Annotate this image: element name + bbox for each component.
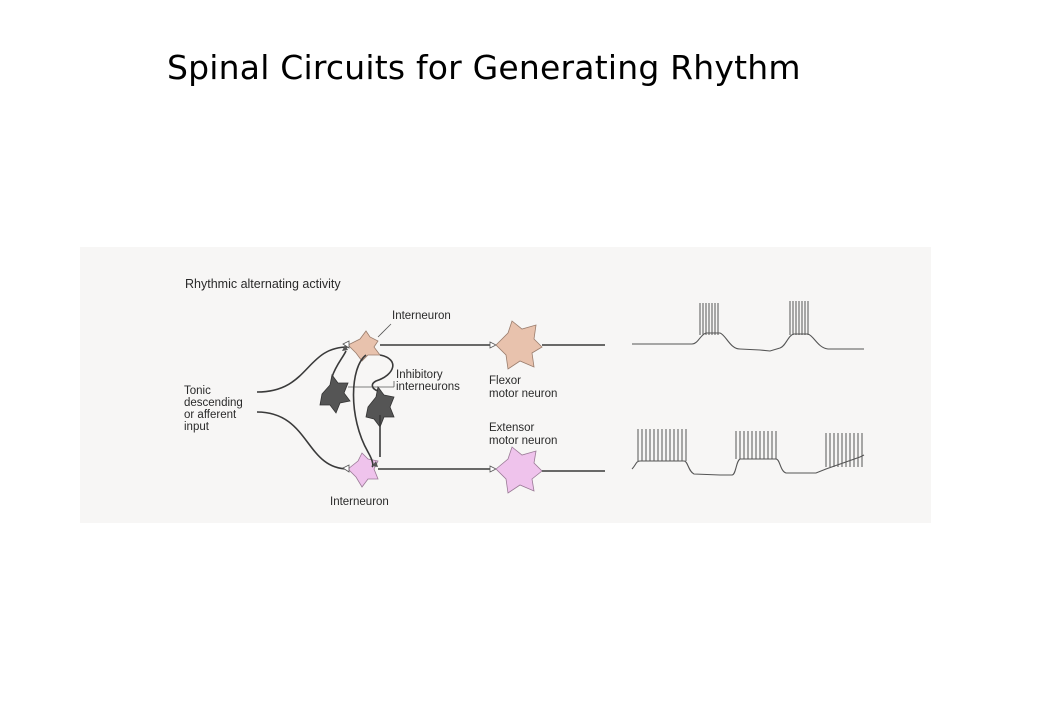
interneuron-bottom-label: Interneuron <box>330 496 389 508</box>
flexor-label-2: motor neuron <box>489 388 557 400</box>
synapse-terminal-icon <box>489 465 497 473</box>
interneuron-bottom <box>347 452 379 488</box>
slide-title: Spinal Circuits for Generating Rhythm <box>167 48 801 87</box>
tonic-label-4: input <box>184 421 210 433</box>
extensor-label-1: Extensor <box>489 422 535 434</box>
extensor-motor-neuron <box>495 446 543 494</box>
figure-panel: Rhythmic alternating activity Tonic desc… <box>80 247 931 523</box>
extensor-label-2: motor neuron <box>489 435 557 447</box>
synapse-terminal-icon <box>489 341 497 349</box>
circuit-diagram: Rhythmic alternating activity Tonic desc… <box>184 277 865 508</box>
inhibitory-terminal-icon <box>372 461 378 467</box>
interneuron-top <box>347 330 381 362</box>
input-wire-upper <box>256 346 349 393</box>
synapse-terminal-icon <box>342 340 350 349</box>
inhibitory-label-1: Inhibitory <box>396 369 443 381</box>
figure-heading: Rhythmic alternating activity <box>185 277 341 291</box>
inhibitory-interneuron-left <box>319 374 351 414</box>
extensor-trace <box>631 429 865 476</box>
inhibitory-label-2: interneurons <box>396 381 460 393</box>
flexor-motor-neuron <box>495 320 543 370</box>
flexor-label-1: Flexor <box>489 375 521 387</box>
inhibitory-terminal-icon <box>342 345 348 351</box>
input-wire-lower <box>256 411 349 470</box>
tonic-label-2: descending <box>184 397 243 409</box>
cross-wire-top-to-inhib <box>352 354 374 468</box>
flexor-trace <box>632 301 864 352</box>
synapse-terminal-icon <box>342 464 350 473</box>
inhibitory-interneuron-right <box>365 386 395 428</box>
interneuron-top-label: Interneuron <box>392 310 451 322</box>
interneuron-top-pointer <box>377 323 392 338</box>
tonic-label-1: Tonic <box>184 385 211 397</box>
cross-wire-left <box>331 350 347 378</box>
tonic-label-3: or afferent <box>184 409 237 421</box>
cross-wire-inhib-to-top <box>371 354 394 392</box>
